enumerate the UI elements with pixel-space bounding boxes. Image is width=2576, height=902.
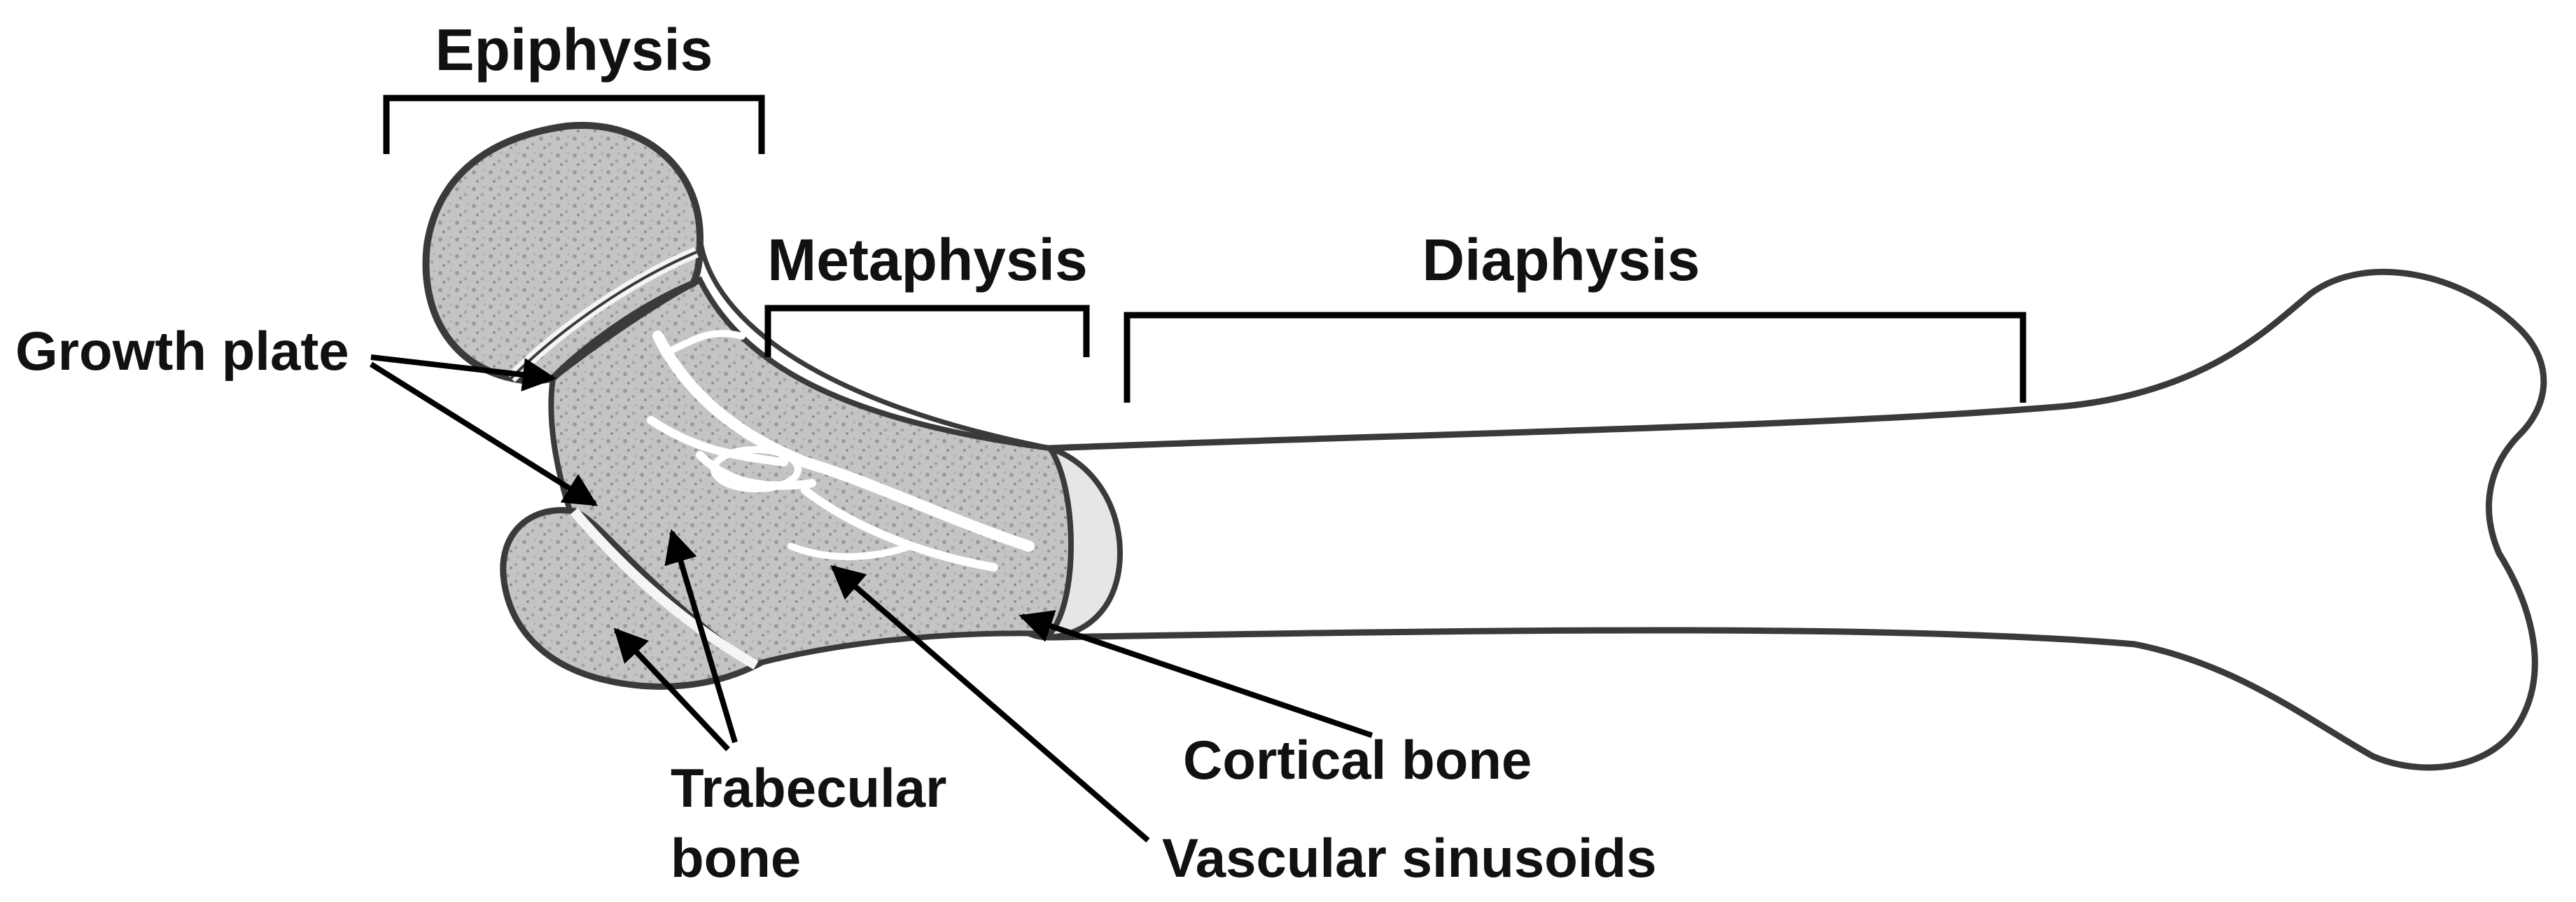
epiphysis-bracket xyxy=(383,95,765,154)
trabecular-arrow-1 xyxy=(613,627,730,751)
vascular-sinusoids xyxy=(647,330,1035,571)
cortical-bone-label: Cortical bone xyxy=(1183,729,1532,791)
vascular-arrow xyxy=(830,564,1150,843)
metaphysis-bracket xyxy=(764,305,1090,357)
growth-plate-line-lower xyxy=(570,508,759,670)
trabecular-arrow-2 xyxy=(664,529,738,744)
bone-shaft xyxy=(993,268,2547,771)
metaphysis-label: Metaphysis xyxy=(767,227,1088,293)
vascular-sinusoids-label: Vascular sinusoids xyxy=(1162,827,1657,889)
trabecular-label-line1: Trabecular xyxy=(671,757,947,819)
growth-plate-label: Growth plate xyxy=(15,320,349,382)
epiphysis-label: Epiphysis xyxy=(435,17,713,83)
diaphysis-label: Diaphysis xyxy=(1422,227,1700,293)
growth-plate-arrow-2 xyxy=(369,361,598,507)
cortical-arrow xyxy=(1018,610,1373,738)
growth-plate-arrow-1 xyxy=(370,354,556,391)
trabecular-label-line2: bone xyxy=(671,827,801,889)
epiphysis-head xyxy=(422,122,704,384)
cortical-rim-upper xyxy=(697,237,1051,451)
diaphysis-bracket xyxy=(1124,312,2026,403)
